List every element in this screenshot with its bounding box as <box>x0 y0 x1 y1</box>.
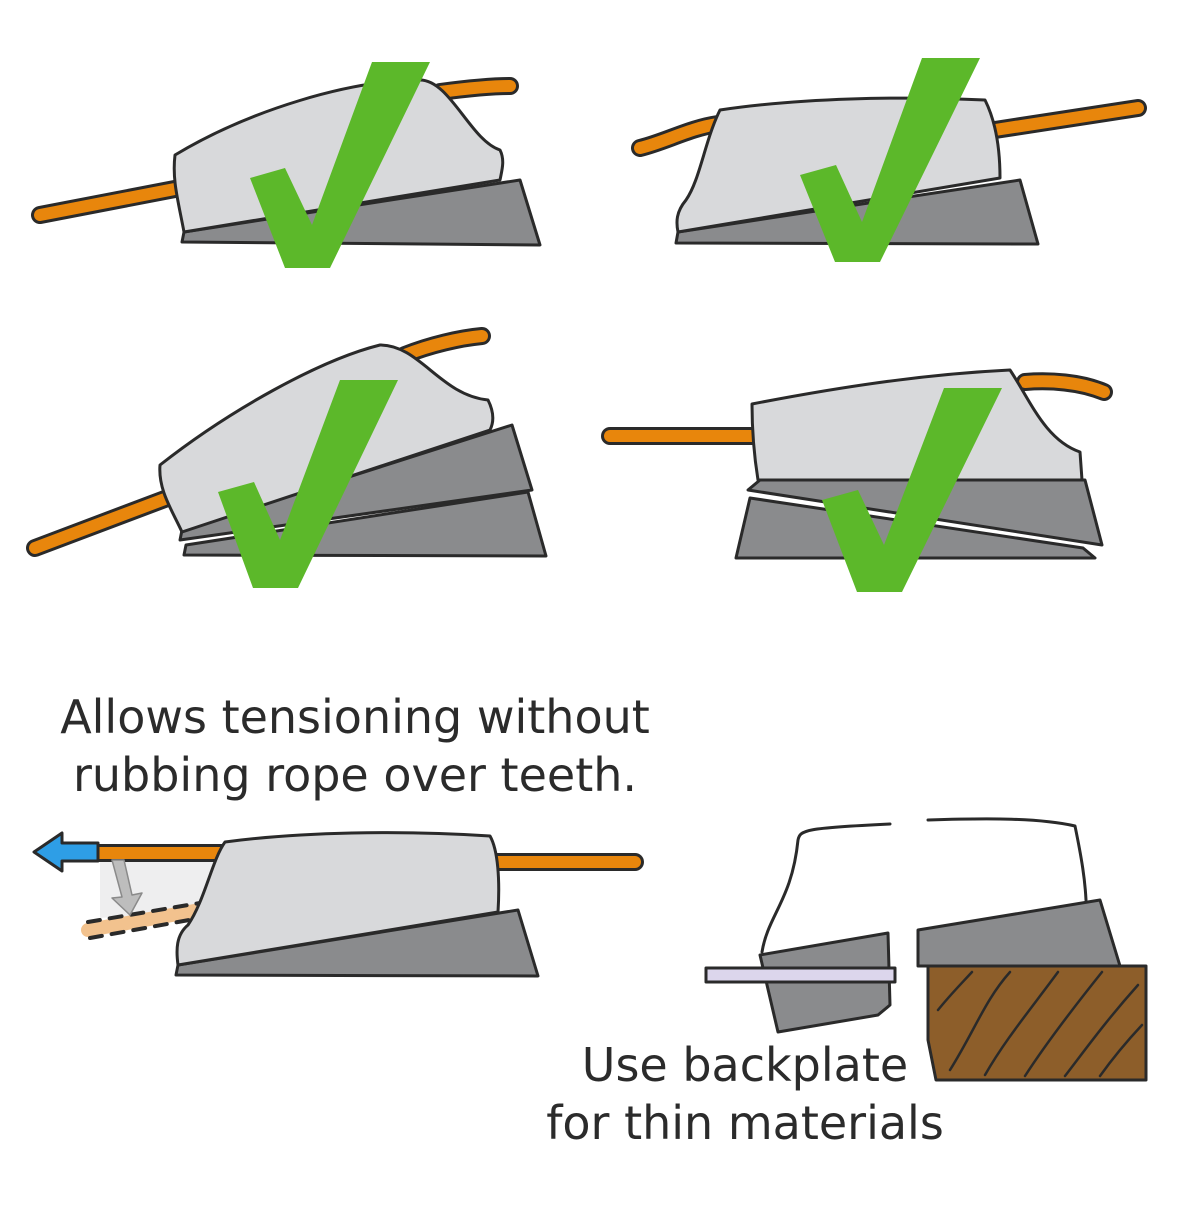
rope <box>989 102 1144 136</box>
check-mark-icon <box>218 380 398 588</box>
check-mark-icon <box>800 58 980 262</box>
backplate-caption-line1: Use backplate <box>581 1038 909 1092</box>
rope <box>34 182 186 221</box>
backplate-strip <box>704 966 897 984</box>
tensioning-caption-line1: Allows tensioning without <box>60 690 650 744</box>
cleat-outline-top <box>760 822 892 954</box>
wedge-base <box>174 908 540 978</box>
wood-panel <box>926 964 1148 1082</box>
panel-stacked-wedges-left <box>26 327 548 588</box>
panel-tensioning <box>32 831 644 978</box>
check-mark-icon <box>250 62 430 268</box>
ghost-rope <box>81 903 207 937</box>
rope <box>1019 375 1110 398</box>
rope <box>434 80 516 98</box>
rope <box>399 330 488 361</box>
gray-down-arrow-icon <box>111 859 143 916</box>
rope <box>634 118 724 154</box>
cleat-body <box>175 831 501 967</box>
tensioning-caption: Allows tensioning without rubbing rope o… <box>0 688 710 804</box>
ghost-rope-dashes <box>86 901 202 924</box>
ghost-rope-dashes <box>88 916 202 940</box>
check-mark-icon <box>822 388 1002 592</box>
panel-angled-base-right <box>631 58 1147 262</box>
backplate-caption-line2: for thin materials <box>546 1096 944 1150</box>
panel-backplate <box>704 817 1148 1082</box>
wedge-base-right <box>916 898 1122 968</box>
direction-arrow-icon <box>32 831 100 873</box>
backplate-caption: Use backplate for thin materials <box>520 1036 970 1152</box>
wood-grain <box>936 970 1144 1078</box>
tensioning-caption-line2: rubbing rope over teeth. <box>72 748 638 802</box>
rope <box>29 488 184 554</box>
cleat-outline-top <box>926 817 1088 902</box>
panel-stacked-wedges-right <box>601 368 1113 592</box>
cleat-body <box>750 368 1084 482</box>
panel-angled-base-left <box>31 62 542 268</box>
